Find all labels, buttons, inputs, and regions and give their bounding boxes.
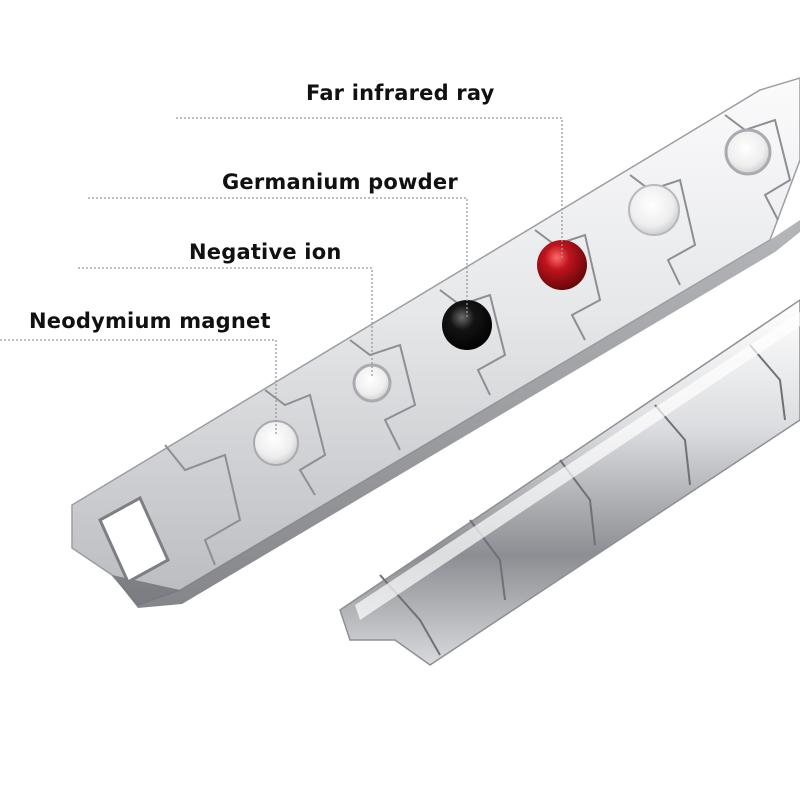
neodymium-magnet-stone <box>253 420 299 466</box>
upper-bracelet <box>71 77 800 608</box>
lower-bracelet <box>339 299 800 666</box>
germanium-powder-stone <box>442 300 492 350</box>
upper-band-body <box>71 77 800 606</box>
leader-negative-ion <box>78 267 373 378</box>
negative-ion-stone <box>352 363 392 403</box>
label-far-infrared-ray: Far infrared ray <box>306 81 495 105</box>
leader-far-infrared <box>176 117 563 260</box>
clasp-opening <box>98 495 170 585</box>
leader-lines <box>0 117 563 436</box>
far-infrared-stone <box>537 240 587 290</box>
label-neodymium-magnet: Neodymium magnet <box>29 309 271 333</box>
extra-stone-1 <box>628 184 680 236</box>
label-germanium-powder: Germanium powder <box>222 170 458 194</box>
label-negative-ion: Negative ion <box>189 240 342 264</box>
extra-stone-2 <box>724 128 772 176</box>
leader-neodymium <box>0 339 277 436</box>
lower-band-highlight <box>355 312 800 620</box>
